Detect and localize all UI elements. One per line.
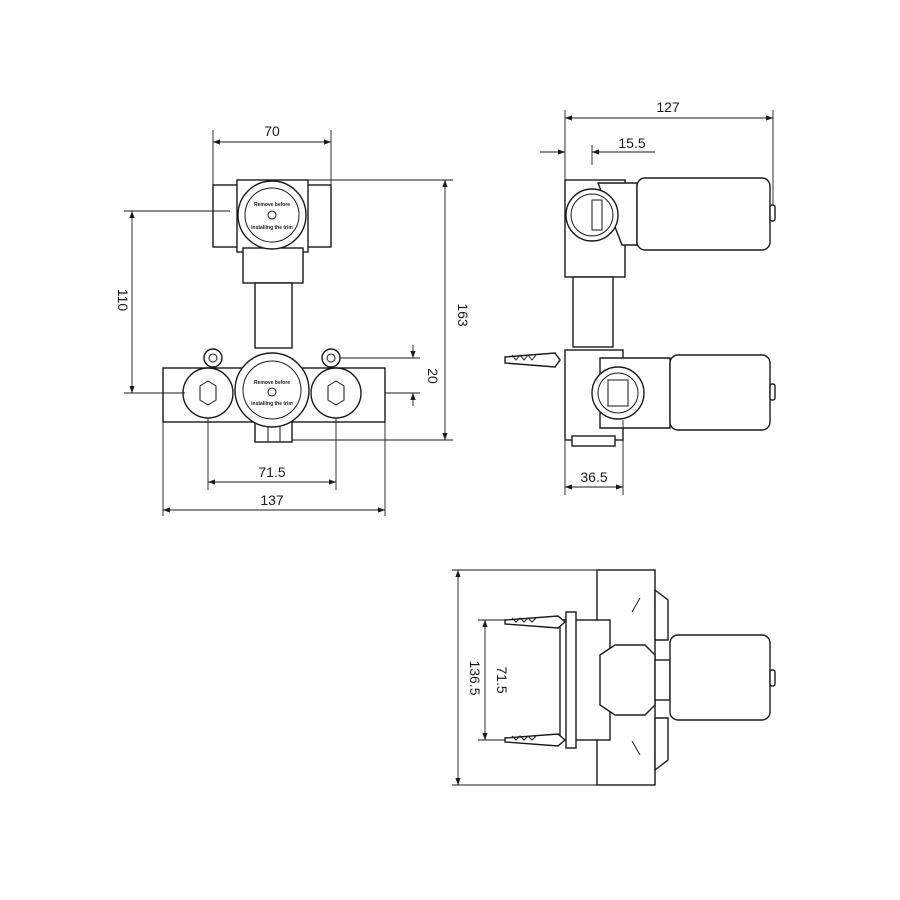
top-cap: Remove before installing the trim [237,180,307,250]
dim-127: 127 [656,99,680,115]
dim-71-5: 71.5 [258,464,285,480]
dim-137: 137 [260,492,284,508]
dim-163: 163 [455,303,471,327]
left-inlet [182,367,234,419]
wall-anchor [504,733,567,747]
side-view: 127 15.5 36.5 [504,99,776,495]
dim-15-5: 15.5 [618,135,645,151]
cap-text: installing the trim [251,225,293,231]
bottom-cap: Remove before installing the trim [234,352,310,428]
dim-71-5: 71.5 [494,666,510,693]
dim-136-5: 136.5 [467,660,483,695]
screw-icon [321,348,341,368]
right-inlet [310,367,362,419]
dim-70: 70 [264,123,280,139]
front-view: Remove before installing the trim Remove… [115,123,471,516]
dim-36-5: 36.5 [580,469,607,485]
cap-text: Remove before [254,380,290,386]
screw-icon [203,348,223,368]
wall-anchor [504,615,567,629]
dim-20: 20 [425,368,441,384]
cap-text: installing the trim [251,401,293,407]
top-view: 136.5 71.5 [452,569,776,786]
dim-110: 110 [115,289,131,312]
cap-text: Remove before [254,202,290,208]
